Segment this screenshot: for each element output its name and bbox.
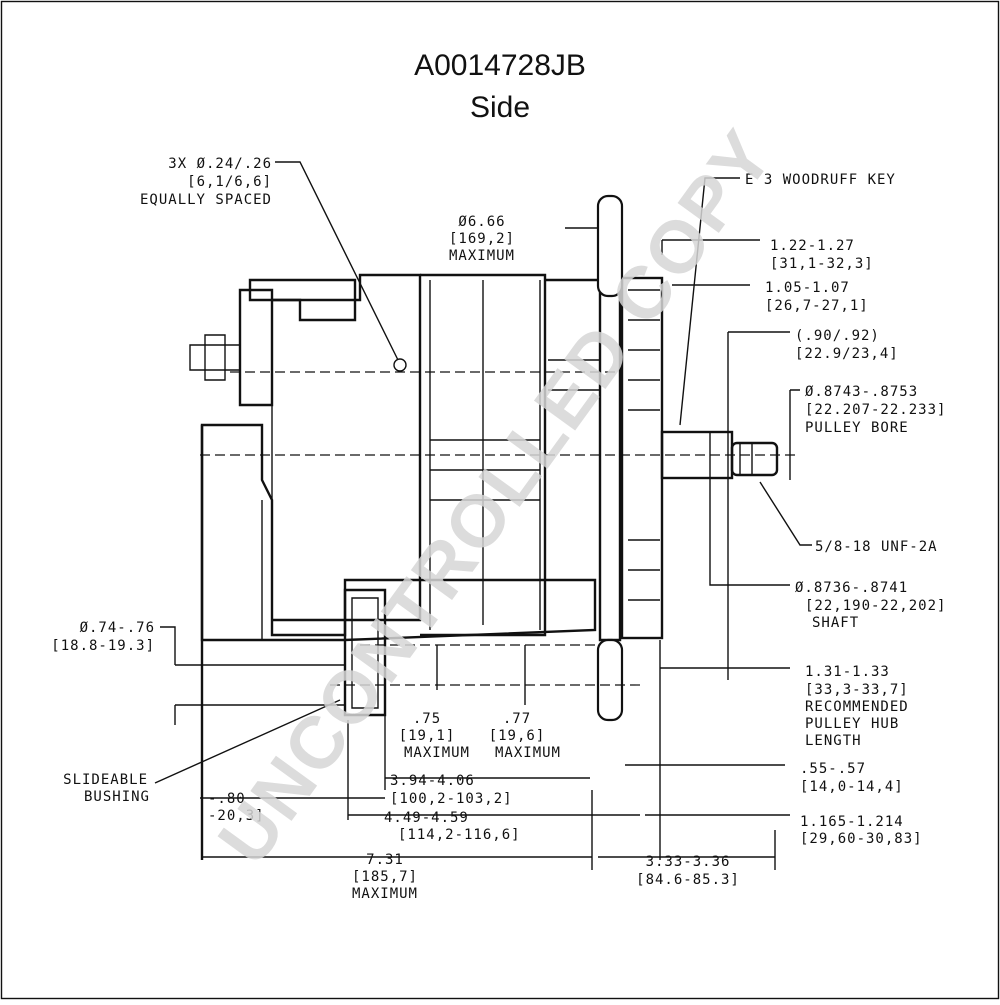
svg-text:1.22-1.27: 1.22-1.27 (770, 238, 855, 254)
callout-shaft: Ø.8736-.8741 [22,190-22,202] SHAFT (795, 580, 946, 631)
svg-text:MAXIMUM: MAXIMUM (352, 886, 418, 902)
svg-text:SLIDEABLE: SLIDEABLE (63, 772, 148, 788)
alternator-body (189, 194, 779, 860)
callout-dim-105: 1.05-1.07 [26,7-27,1] (765, 280, 869, 314)
svg-text:EQUALLY SPACED: EQUALLY SPACED (140, 192, 272, 208)
svg-text:[22.207-22.233]: [22.207-22.233] (805, 402, 946, 418)
svg-text:4.49-4.59: 4.49-4.59 (384, 810, 469, 826)
svg-text:MAXIMUM: MAXIMUM (449, 248, 515, 264)
svg-text:-.80: -.80 (208, 791, 246, 807)
callout-dim-394: 3.94-4.06 [100,2-103,2] (390, 773, 513, 807)
svg-text:.75: .75 (413, 711, 441, 727)
svg-text:[26,7-27,1]: [26,7-27,1] (765, 298, 869, 314)
svg-text:MAXIMUM: MAXIMUM (404, 745, 470, 761)
svg-text:[100,2-103,2]: [100,2-103,2] (390, 791, 513, 807)
svg-text:BUSHING: BUSHING (84, 789, 150, 805)
callout-dim-731: 7.31 [185,7] MAXIMUM (352, 852, 418, 902)
svg-text:[185,7]: [185,7] (352, 869, 418, 885)
svg-text:[14,0-14,4]: [14,0-14,4] (800, 779, 904, 795)
svg-text:MAXIMUM: MAXIMUM (495, 745, 561, 761)
svg-text:(.90/.92): (.90/.92) (795, 328, 880, 344)
svg-text:3X Ø.24/.26: 3X Ø.24/.26 (168, 156, 272, 172)
callout-diameter-max: Ø6.66 [169,2] MAXIMUM (449, 214, 515, 264)
callout-mount-holes: 3X Ø.24/.26 [6,1/6,6] EQUALLY SPACED (140, 156, 272, 208)
svg-text:[29,60-30,83]: [29,60-30,83] (800, 831, 923, 847)
callout-dim-090: (.90/.92) [22.9/23,4] (795, 328, 899, 362)
callout-dim-077: .77 [19,6] MAXIMUM (489, 711, 561, 761)
svg-text:7.31: 7.31 (366, 852, 404, 868)
svg-text:[6,1/6,6]: [6,1/6,6] (187, 174, 272, 190)
svg-text:Ø.8743-.8753: Ø.8743-.8753 (805, 384, 918, 400)
callout-dim-122: 1.22-1.27 [31,1-32,3] (770, 238, 874, 272)
part-number-title: A0014728JB (414, 49, 586, 82)
svg-text:[31,1-32,3]: [31,1-32,3] (770, 256, 874, 272)
view-title: Side (470, 91, 530, 124)
svg-text:[18.8-19.3]: [18.8-19.3] (51, 638, 155, 654)
svg-text:1.05-1.07: 1.05-1.07 (765, 280, 850, 296)
svg-text:PULLEY HUB: PULLEY HUB (805, 716, 899, 732)
svg-text:[169,2]: [169,2] (449, 231, 515, 247)
svg-text:RECOMMENDED: RECOMMENDED (805, 699, 909, 715)
svg-text:[22.9/23,4]: [22.9/23,4] (795, 346, 899, 362)
callout-woodruff-key: E 3 WOODRUFF KEY (745, 172, 896, 188)
callout-pulley-bore: Ø.8743-.8753 [22.207-22.233] PULLEY BORE (805, 384, 946, 436)
svg-text:[19,6]: [19,6] (489, 728, 546, 744)
svg-text:Ø6.66: Ø6.66 (458, 214, 505, 230)
callout-dim-075: .75 [19,1] MAXIMUM (399, 711, 470, 761)
svg-text:Ø.74-.76: Ø.74-.76 (80, 620, 155, 636)
svg-text:[33,3-33,7]: [33,3-33,7] (805, 682, 909, 698)
svg-text:.55-.57: .55-.57 (800, 761, 866, 777)
svg-text:.77: .77 (503, 711, 531, 727)
svg-text:[114,2-116,6]: [114,2-116,6] (398, 827, 521, 843)
dimension-lines (154, 161, 812, 870)
svg-text:PULLEY BORE: PULLEY BORE (805, 420, 909, 436)
callout-hub-length: 1.31-1.33 [33,3-33,7] RECOMMENDED PULLEY… (805, 664, 909, 749)
callout-partial-left: -.80 -20,3] (208, 791, 265, 824)
svg-text:E 3 WOODRUFF KEY: E 3 WOODRUFF KEY (745, 172, 896, 188)
callout-dim-055: .55-.57 [14,0-14,4] (800, 761, 904, 795)
svg-text:SHAFT: SHAFT (812, 615, 859, 631)
svg-text:[22,190-22,202]: [22,190-22,202] (805, 598, 946, 614)
callout-slideable-bushing: SLIDEABLE BUSHING (63, 772, 150, 805)
callout-bushing-dia: Ø.74-.76 [18.8-19.3] (51, 620, 155, 654)
callout-dim-333: 3.33-3.36 [84.6-85.3] (636, 854, 740, 888)
svg-text:-20,3]: -20,3] (208, 808, 265, 824)
svg-text:[19,1]: [19,1] (399, 728, 456, 744)
svg-text:[84.6-85.3]: [84.6-85.3] (636, 872, 740, 888)
callout-dim-1165: 1.165-1.214 [29,60-30,83] (800, 814, 923, 847)
svg-text:3.33-3.36: 3.33-3.36 (646, 854, 731, 870)
svg-text:3.94-4.06: 3.94-4.06 (390, 773, 475, 789)
callout-dim-449: 4.49-4.59 [114,2-116,6] (384, 810, 521, 843)
svg-text:5/8-18 UNF-2A: 5/8-18 UNF-2A (815, 539, 938, 555)
svg-text:LENGTH: LENGTH (805, 733, 862, 749)
callout-thread: 5/8-18 UNF-2A (815, 539, 938, 555)
svg-text:Ø.8736-.8741: Ø.8736-.8741 (795, 580, 908, 596)
svg-text:1.165-1.214: 1.165-1.214 (800, 814, 904, 830)
svg-text:1.31-1.33: 1.31-1.33 (805, 664, 890, 680)
